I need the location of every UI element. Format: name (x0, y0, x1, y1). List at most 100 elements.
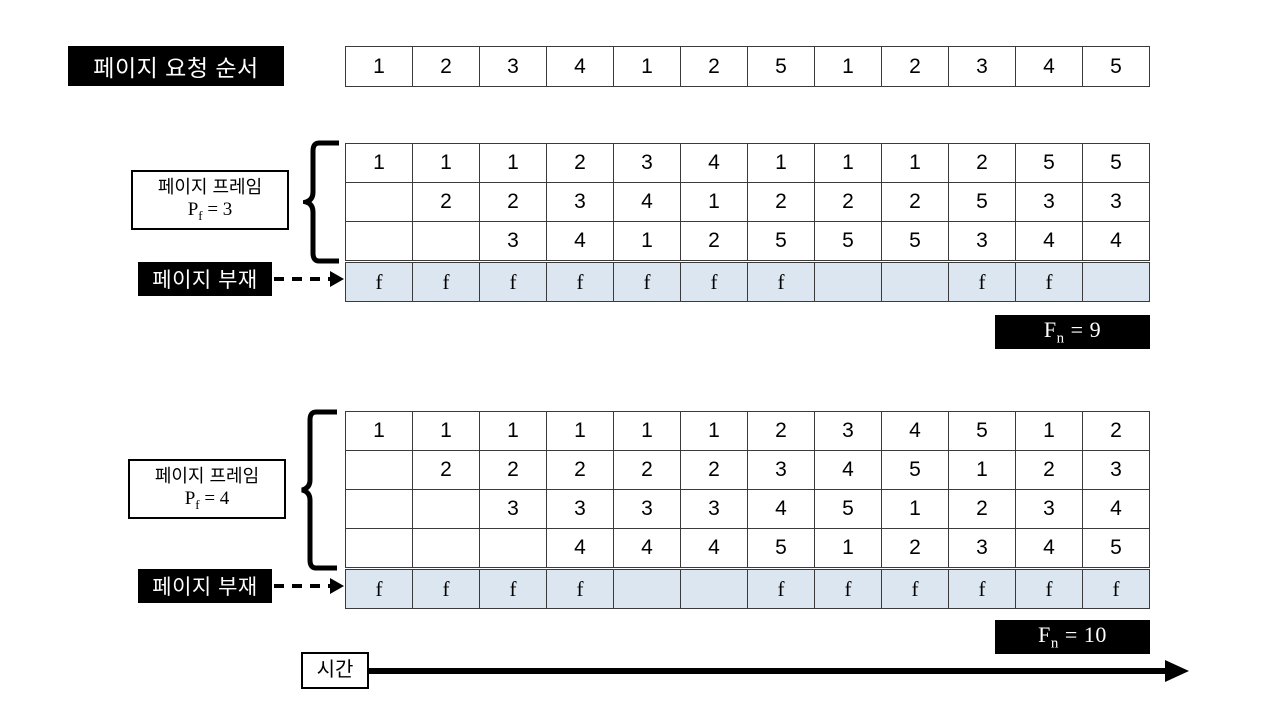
frame-cell: 3 (1083, 451, 1150, 490)
frame-cell: 1 (882, 144, 949, 183)
frame-cell: 2 (949, 144, 1016, 183)
fault-cell: f (949, 263, 1016, 302)
frame-cell: 1 (614, 412, 681, 451)
fault-cell: f (480, 263, 547, 302)
frame-cell: 3 (748, 451, 815, 490)
frame-cell: 4 (1016, 529, 1083, 568)
frame-cell: 4 (681, 144, 748, 183)
fault-cell: f (413, 570, 480, 609)
frame-cell: 5 (1016, 144, 1083, 183)
frame-cell: 2 (413, 451, 480, 490)
frame-label-pf4-line1: 페이지 프레임 (154, 465, 260, 486)
request-cell: 4 (547, 47, 614, 87)
fault-cell: f (547, 263, 614, 302)
fault-cell: f (480, 570, 547, 609)
fault-total-badge-pf4: Fn = 10 (995, 620, 1150, 654)
frame-cell: 1 (413, 144, 480, 183)
page-request-sequence-label: 페이지 요청 순서 (68, 46, 284, 86)
frame-cell: 1 (1016, 412, 1083, 451)
frame-cell: 4 (882, 412, 949, 451)
page-fault-row-pf3: f f f f f f f f f (345, 262, 1150, 302)
fault-cell: f (1016, 263, 1083, 302)
frame-cell: 2 (547, 144, 614, 183)
frame-cell: 4 (1016, 222, 1083, 261)
frame-cell: 4 (547, 529, 614, 568)
frame-cell: 5 (949, 183, 1016, 222)
frame-label-pf4-line2: Pf = 4 (184, 488, 230, 513)
fault-cell: f (413, 263, 480, 302)
frame-cell: 2 (547, 451, 614, 490)
frame-cell: 3 (547, 183, 614, 222)
frame-cell: 3 (547, 490, 614, 529)
frame-cell: 4 (815, 451, 882, 490)
frame-cell: 1 (815, 529, 882, 568)
page-fault-row-pf4: f f f f f f f f f f (345, 569, 1150, 609)
frame-cell: 3 (1016, 183, 1083, 222)
fault-cell: f (1016, 570, 1083, 609)
fault-cell: f (346, 263, 413, 302)
frame-cell: 3 (681, 490, 748, 529)
frame-cell: 5 (815, 222, 882, 261)
frame-cell (346, 490, 413, 529)
frame-cell: 4 (681, 529, 748, 568)
frame-cell: 2 (748, 183, 815, 222)
frame-cell: 2 (1083, 412, 1150, 451)
frame-cell: 1 (815, 144, 882, 183)
frame-cell: 2 (815, 183, 882, 222)
frame-cell: 1 (480, 412, 547, 451)
frame-cell: 5 (748, 222, 815, 261)
frame-cell: 2 (480, 451, 547, 490)
frame-cell: 1 (748, 144, 815, 183)
frame-cell: 1 (480, 144, 547, 183)
time-axis-label: 시간 (301, 652, 369, 689)
fault-total-badge-pf3-text: Fn = 9 (1043, 316, 1102, 347)
frame-cell: 4 (547, 222, 614, 261)
request-cell: 2 (681, 47, 748, 87)
fault-cell (882, 263, 949, 302)
frame-cell: 5 (1083, 529, 1150, 568)
fault-cell (1083, 263, 1150, 302)
frame-cell: 3 (614, 144, 681, 183)
request-cell: 5 (1083, 47, 1150, 87)
frame-cell: 5 (949, 412, 1016, 451)
dashed-arrow-pf4 (274, 578, 344, 594)
frame-cell: 1 (681, 412, 748, 451)
frame-label-pf3-line2: Pf = 3 (187, 199, 233, 224)
frame-cell (346, 451, 413, 490)
fault-cell: f (815, 570, 882, 609)
fault-total-badge-pf4-text: Fn = 10 (1038, 621, 1107, 652)
frame-label-pf4: 페이지 프레임 Pf = 4 (128, 459, 286, 519)
frame-cell: 3 (480, 490, 547, 529)
frame-cell: 1 (614, 222, 681, 261)
fault-cell: f (748, 570, 815, 609)
frame-cell (346, 183, 413, 222)
frame-cell: 1 (346, 412, 413, 451)
frame-cell: 2 (413, 183, 480, 222)
fault-cell (614, 570, 681, 609)
brace-pf4 (301, 409, 337, 571)
frame-cell (413, 222, 480, 261)
frame-cell: 3 (480, 222, 547, 261)
frame-cell: 2 (882, 529, 949, 568)
fault-cell: f (882, 570, 949, 609)
request-cell: 1 (614, 47, 681, 87)
frame-cell: 4 (1083, 490, 1150, 529)
fault-cell: f (346, 570, 413, 609)
page-fault-label-pf3-text: 페이지 부재 (152, 269, 258, 292)
brace-pf3 (303, 140, 339, 264)
frame-cell: 1 (346, 144, 413, 183)
request-cell: 3 (949, 47, 1016, 87)
frame-cell: 4 (614, 183, 681, 222)
frame-cell (480, 529, 547, 568)
frame-cell: 5 (1083, 144, 1150, 183)
fault-cell (815, 263, 882, 302)
frame-cell: 1 (413, 412, 480, 451)
fault-cell: f (614, 263, 681, 302)
fault-total-badge-pf3: Fn = 9 (995, 315, 1150, 349)
frame-cell: 2 (882, 183, 949, 222)
frame-cell: 3 (949, 529, 1016, 568)
request-cell: 1 (815, 47, 882, 87)
frame-cell: 5 (815, 490, 882, 529)
frame-cell: 3 (1083, 183, 1150, 222)
frame-cell (413, 490, 480, 529)
